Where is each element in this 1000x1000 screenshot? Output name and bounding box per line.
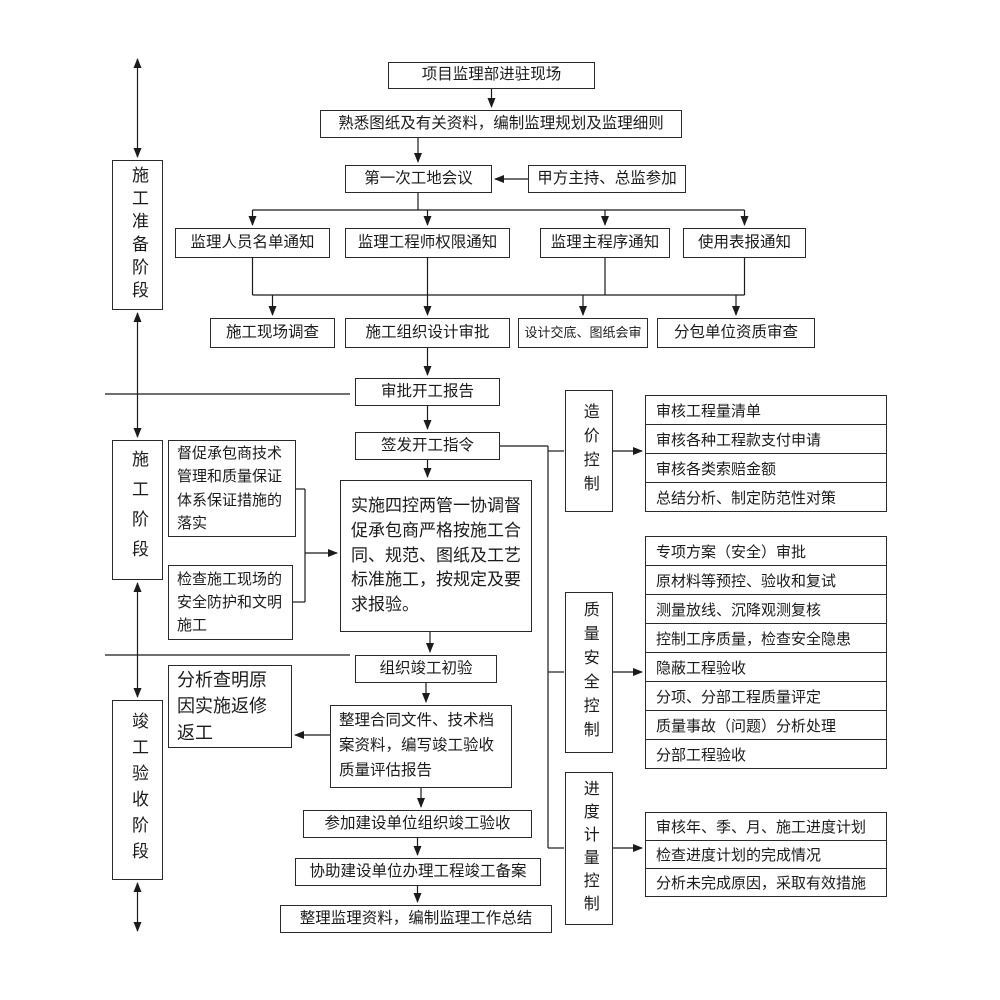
node-owner-completion-acceptance: 参加建设单位组织竣工验收 xyxy=(303,810,532,838)
node-initial-completion-inspection: 组织竣工初验 xyxy=(355,655,497,683)
node-familiarize-docs: 熟悉图纸及有关资料，编制监理规划及监理细则 xyxy=(320,110,682,138)
node-notice-engineer-authority: 监理工程师权限通知 xyxy=(345,228,510,258)
node-approve-start-report: 审批开工报告 xyxy=(355,378,500,406)
quality-safety-item: 控制工序质量，检查安全隐患 xyxy=(645,623,887,653)
phase-label-completion: 竣工验收阶段 xyxy=(112,700,163,880)
node-notice-forms: 使用表报通知 xyxy=(683,228,806,258)
quality-safety-item: 分项、分部工程质量评定 xyxy=(645,681,887,711)
control-label-progress: 进度计量控制 xyxy=(565,772,613,925)
node-notice-personnel-list: 监理人员名单通知 xyxy=(175,228,330,258)
cost-control-item: 审核各类索赔金额 xyxy=(645,453,887,483)
control-label-cost: 造价控制 xyxy=(565,390,613,512)
quality-safety-item: 测量放线、沉降观测复核 xyxy=(645,594,887,624)
quality-safety-item: 质量事故（问题）分析处理 xyxy=(645,710,887,740)
node-site-survey: 施工现场调查 xyxy=(210,318,335,348)
quality-safety-item: 隐蔽工程验收 xyxy=(645,652,887,682)
progress-control-item: 审核年、季、月、施工进度计划 xyxy=(645,812,887,841)
node-supervise-contractor-systems: 督促承包商技术管理和质量保证体系保证措施的落实 xyxy=(168,440,296,537)
node-site-safety-check: 检查施工现场的安全防护和文明施工 xyxy=(168,565,293,640)
progress-control-item: 分析未完成原因，采取有效措施 xyxy=(645,868,887,897)
node-supervision-summary: 整理监理资料，编制监理工作总结 xyxy=(280,905,552,933)
quality-safety-item: 原材料等预控、验收和复试 xyxy=(645,565,887,595)
cost-control-item: 总结分析、制定防范性对策 xyxy=(645,482,887,512)
node-completion-quality-report: 整理合同文件、技术档案资料，编写竣工验收质量评估报告 xyxy=(330,705,512,788)
node-completion-filing: 协助建设单位办理工程竣工备案 xyxy=(295,858,541,886)
cost-control-item: 审核工程量清单 xyxy=(645,395,887,425)
phase-label-preparation: 施工准备阶段 xyxy=(112,160,163,310)
quality-safety-item: 分部工程验收 xyxy=(645,739,887,769)
node-project-entry: 项目监理部进驻现场 xyxy=(388,62,595,89)
phase-label-construction: 施工阶段 xyxy=(112,440,163,580)
node-rework-analysis: 分析查明原因实施返修返工 xyxy=(168,665,292,748)
node-main-supervision-tasks: 实施四控两管一协调督促承包商严格按施工合同、规范、图纸及工艺标准施工，按规定及要… xyxy=(340,480,532,632)
node-issue-start-order: 签发开工指令 xyxy=(355,432,500,460)
node-construction-org-design-approval: 施工组织设计审批 xyxy=(345,318,510,348)
progress-control-item: 检查进度计划的完成情况 xyxy=(645,840,887,869)
control-label-quality-safety: 质量安全控制 xyxy=(565,592,613,753)
quality-safety-item: 专项方案（安全）审批 xyxy=(645,536,887,566)
node-design-disclosure-review: 设计交底、图纸会审 xyxy=(518,318,648,348)
node-notice-main-procedure: 监理主程序通知 xyxy=(540,228,670,258)
node-meeting-host-note: 甲方主持、总监参加 xyxy=(528,165,686,193)
cost-control-item: 审核各种工程款支付申请 xyxy=(645,424,887,454)
node-subcontractor-qualification: 分包单位资质审查 xyxy=(657,318,815,348)
node-first-site-meeting: 第一次工地会议 xyxy=(345,165,492,193)
